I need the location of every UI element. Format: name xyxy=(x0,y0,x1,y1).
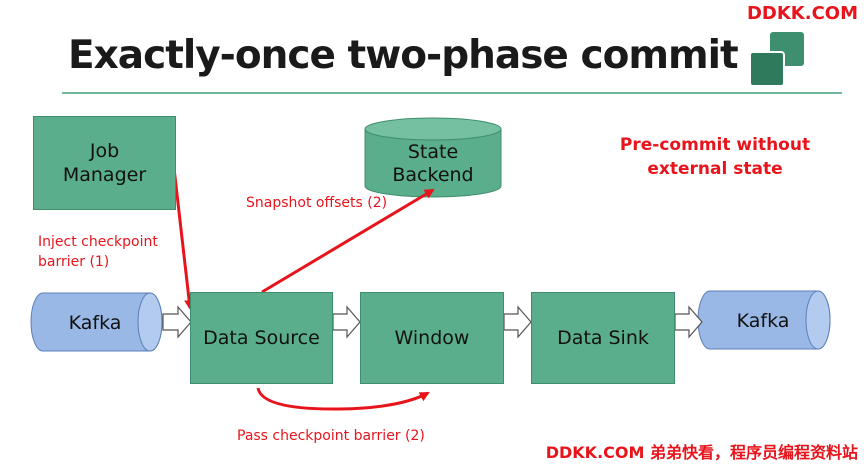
watermark-bottom: DDKK.COM 弟弟快看，程序员编程资料站 xyxy=(545,443,858,462)
snapshot-offsets-arrow xyxy=(261,188,435,294)
job-manager-line1: Job xyxy=(89,140,120,162)
data-sink-label: Data Sink xyxy=(557,327,649,349)
kafka-sink-cylinder: Kafka xyxy=(697,290,831,350)
state-backend-line1: State xyxy=(408,141,458,163)
inject-barrier-arrow xyxy=(172,167,195,310)
pass-barrier-label: Pass checkpoint barrier (2) xyxy=(237,428,425,444)
inject-barrier-label: Inject checkpoint barrier (1) xyxy=(38,232,158,272)
data-sink-node: Data Sink xyxy=(531,292,675,384)
flow-arrow-kafka-to-source xyxy=(162,305,192,339)
flow-arrow-window-to-sink xyxy=(503,305,532,339)
title-divider xyxy=(62,92,842,94)
job-manager-line2: Manager xyxy=(62,164,147,186)
window-label: Window xyxy=(394,327,470,349)
window-node: Window xyxy=(360,292,504,384)
pass-barrier-arrow xyxy=(256,387,430,411)
page-title: Exactly-once two-phase commit xyxy=(68,33,739,78)
data-source-label: Data Source xyxy=(203,327,320,349)
watermark-top: DDKK.COM xyxy=(746,3,858,24)
inject-barrier-line1: Inject checkpoint xyxy=(38,234,158,250)
kafka-source-cylinder: Kafka xyxy=(30,292,163,352)
snapshot-offsets-label: Snapshot offsets (2) xyxy=(246,195,388,211)
inject-barrier-line2: barrier (1) xyxy=(38,254,110,270)
job-manager-node: Job Manager xyxy=(33,116,176,210)
data-source-node: Data Source xyxy=(190,292,333,384)
precommit-note-line2: external state xyxy=(647,159,783,179)
state-backend-cylinder: State Backend xyxy=(364,117,502,198)
precommit-note: Pre-commit without external state xyxy=(604,133,826,181)
precommit-note-line1: Pre-commit without xyxy=(619,135,811,155)
flow-arrow-sink-to-kafka xyxy=(674,305,703,339)
flow-arrow-source-to-window xyxy=(332,305,361,339)
state-backend-line2: Backend xyxy=(392,164,473,186)
kafka-source-label: Kafka xyxy=(69,312,122,334)
logo-icon xyxy=(750,32,804,87)
kafka-sink-label: Kafka xyxy=(737,310,790,332)
